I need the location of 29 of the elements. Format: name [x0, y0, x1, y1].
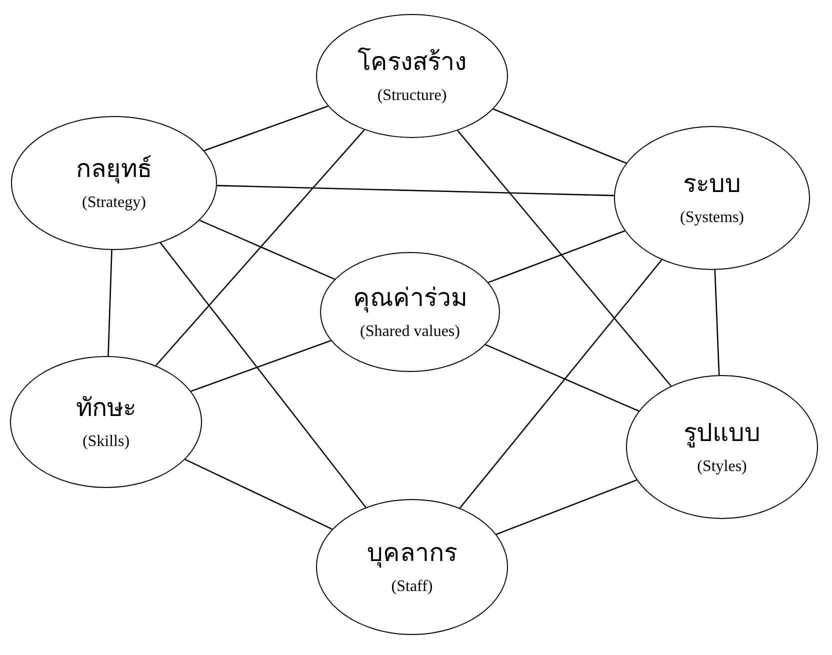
connector-line [485, 344, 640, 412]
node-subtitle: (Skills) [82, 432, 130, 451]
connector-line [714, 270, 720, 376]
node-title: กลยุทธ์ [76, 154, 152, 186]
node-subtitle: (Staff) [391, 576, 433, 596]
node-subtitle: (Styles) [697, 456, 747, 476]
node-title: โครงสร้าง [358, 47, 466, 78]
node-subtitle: (Structure) [377, 86, 447, 105]
connector-line [184, 458, 332, 530]
node-subtitle: (Strategy) [82, 192, 146, 212]
connector-line [488, 230, 626, 284]
connector-line [204, 106, 328, 152]
connector-line [160, 242, 366, 508]
connector-line [492, 108, 626, 164]
connector-line [496, 479, 637, 535]
connector-line [457, 130, 672, 386]
connector-line [459, 259, 662, 508]
node-title: คุณค่าร่วม [353, 284, 467, 314]
connector-line [190, 340, 332, 392]
connector-line [199, 220, 335, 280]
connector-line [216, 184, 614, 196]
connector-line [155, 129, 365, 366]
node-subtitle: (Shared values) [360, 322, 460, 341]
node-title: บุคลากร [367, 539, 457, 570]
node-subtitle: (Systems) [680, 208, 744, 227]
node-title: ระบบ [683, 170, 741, 200]
node-title: ทักษะ [76, 394, 136, 424]
connector-line [108, 250, 112, 356]
node-title: รูปแบบ [684, 419, 760, 450]
